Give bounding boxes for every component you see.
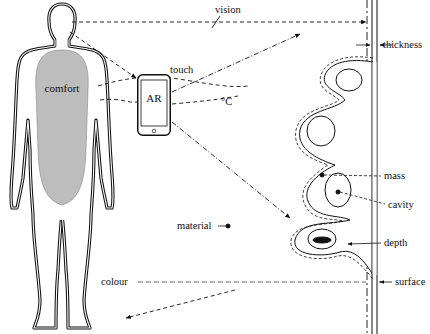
part-label: cavity bbox=[388, 199, 414, 211]
part-label: °C bbox=[221, 96, 232, 108]
part-label: mass bbox=[384, 170, 405, 182]
region-outline bbox=[36, 50, 88, 205]
sense-lines bbox=[70, 16, 366, 318]
human-figure bbox=[11, 4, 113, 328]
part-label: depth bbox=[384, 237, 407, 249]
node-text: comfort bbox=[36, 82, 88, 94]
part-label: material bbox=[177, 220, 211, 232]
comfort-region: comfort bbox=[36, 50, 88, 205]
wall-section bbox=[226, 0, 377, 334]
part-label: colour bbox=[101, 276, 128, 288]
tablet-outline bbox=[137, 74, 171, 136]
ar-device: AR bbox=[137, 74, 171, 136]
part-label: thickness bbox=[383, 39, 422, 51]
leader-lines bbox=[218, 45, 392, 282]
part-label: touch bbox=[170, 64, 193, 76]
part-label: surface bbox=[395, 276, 425, 288]
part-label: vision bbox=[215, 4, 241, 16]
node-text: AR bbox=[137, 92, 171, 104]
